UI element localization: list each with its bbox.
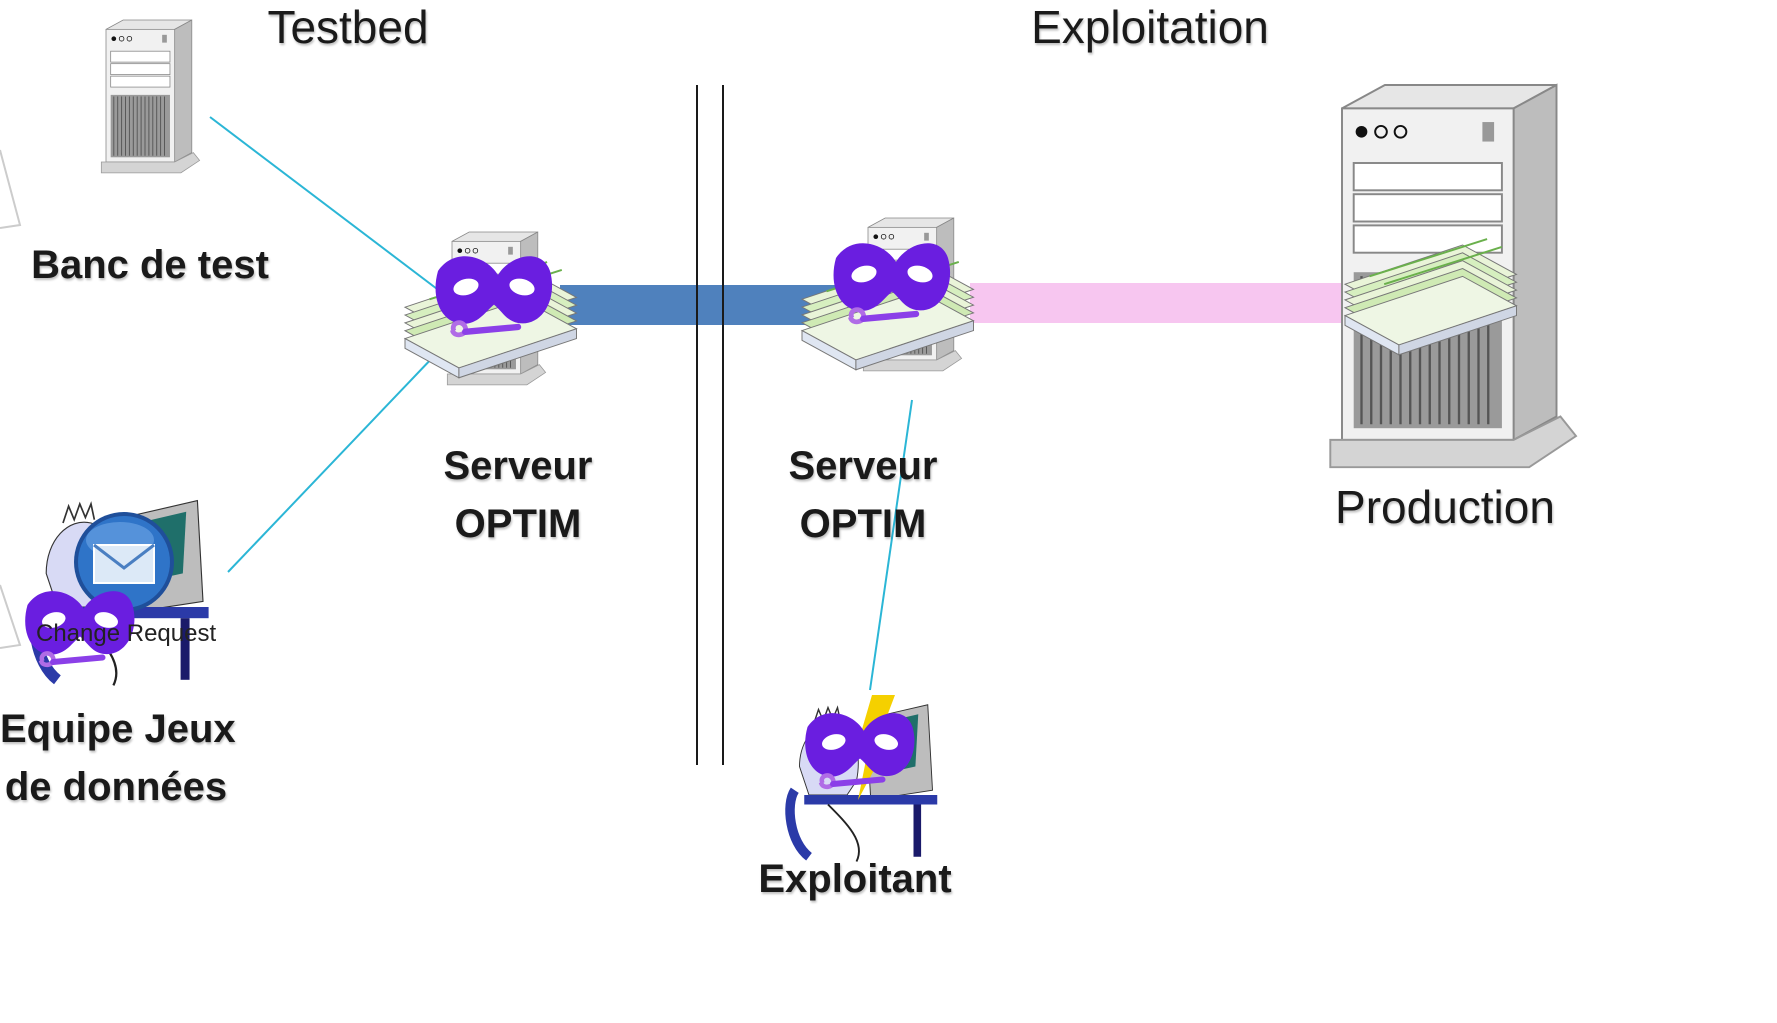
zone-title-exploitation: Exploitation xyxy=(1031,1,1269,53)
label-equipe-jeux-de-donnees: Equipe Jeux de données xyxy=(0,700,236,816)
label-serveur-right-line1: Serveur xyxy=(788,444,938,488)
edge-shape-top xyxy=(0,149,22,229)
link-optim-optim xyxy=(560,285,845,325)
label-serveur-right-line2: OPTIM xyxy=(799,502,927,546)
link-banc-to-optim xyxy=(209,116,446,296)
edge-shape-bottom xyxy=(0,584,22,649)
label-serveur-optim-right: Serveur OPTIM xyxy=(763,437,963,553)
label-serveur-optim-left: Serveur OPTIM xyxy=(418,437,618,553)
banc-de-test-server-icon xyxy=(100,19,201,174)
label-serveur-left-line2: OPTIM xyxy=(454,502,582,546)
link-equipe-to-optim xyxy=(227,354,436,573)
link-exploitant-to-optim xyxy=(869,399,913,691)
zone-title-testbed: Testbed xyxy=(267,1,429,53)
label-banc-de-test: Banc de test xyxy=(31,243,269,287)
label-production: Production xyxy=(1335,481,1555,533)
label-serveur-left-line1: Serveur xyxy=(443,444,593,488)
label-change-request: Change Request xyxy=(36,620,217,647)
label-equipe-line2: de données xyxy=(4,765,228,809)
label-exploitant: Exploitant xyxy=(758,857,952,901)
label-equipe-line1: Equipe Jeux xyxy=(0,707,236,751)
mail-icon xyxy=(74,512,174,612)
link-optim-production xyxy=(970,283,1355,323)
